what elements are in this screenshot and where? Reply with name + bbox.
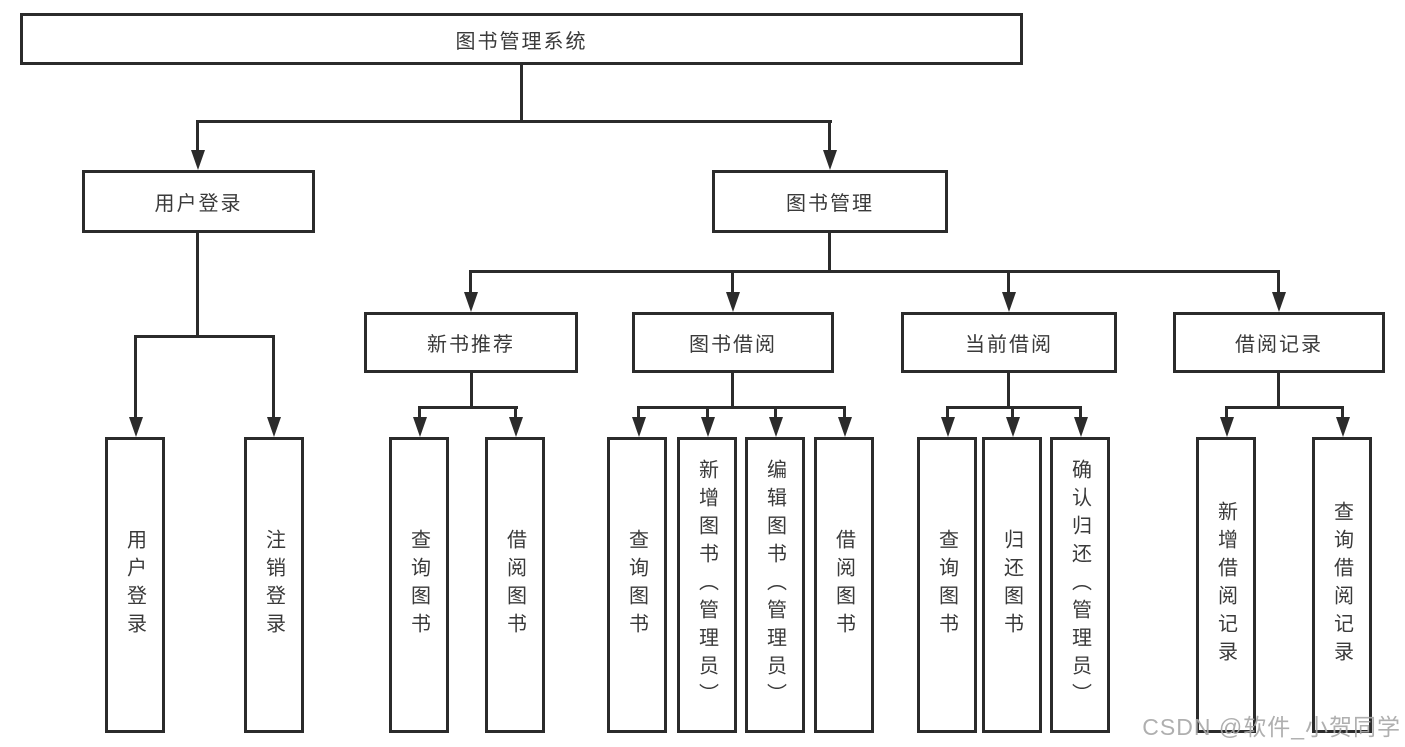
arrowhead-borrow2 bbox=[838, 417, 852, 437]
connector-drop-book-management bbox=[828, 120, 831, 152]
connector-drop-query1 bbox=[418, 406, 421, 419]
leaf-query-books-1-label: 查询图书 bbox=[407, 529, 430, 641]
connector-currentborrow-rail bbox=[946, 406, 1082, 409]
connector-root-rail bbox=[196, 120, 832, 123]
arrowhead-book-borrow bbox=[726, 292, 740, 312]
connector-drop-borrow1 bbox=[514, 406, 517, 419]
arrowhead-book-management bbox=[823, 150, 837, 170]
leaf-borrow-books-2: 借阅图书 bbox=[814, 437, 874, 733]
arrowhead-user-login bbox=[191, 150, 205, 170]
arrowhead-add-book bbox=[701, 417, 715, 437]
arrowhead-leaf-logout bbox=[267, 417, 281, 437]
arrowhead-edit-book bbox=[769, 417, 783, 437]
arrowhead-leaf-login bbox=[129, 417, 143, 437]
leaf-confirm-return-admin-label: 确认归还（管理员） bbox=[1068, 459, 1091, 711]
arrowhead-add-record bbox=[1220, 417, 1234, 437]
leaf-query-borrow-record: 查询借阅记录 bbox=[1312, 437, 1372, 733]
connector-userlogin-stem bbox=[196, 233, 199, 338]
leaf-borrow-books-1-label: 借阅图书 bbox=[503, 529, 526, 641]
arrowhead-return-book bbox=[1006, 417, 1020, 437]
leaf-query-books-3-label: 查询图书 bbox=[935, 529, 958, 641]
leaf-borrow-books-2-label: 借阅图书 bbox=[832, 529, 855, 641]
connector-drop-query-record bbox=[1341, 406, 1344, 419]
connector-drop-edit-book bbox=[774, 406, 777, 419]
connector-userlogin-rail bbox=[134, 335, 275, 338]
leaf-query-books-2: 查询图书 bbox=[607, 437, 667, 733]
connector-drop-new-book bbox=[469, 270, 472, 294]
connector-drop-user-login bbox=[196, 120, 199, 152]
leaf-add-book-admin: 新增图书（管理员） bbox=[677, 437, 737, 733]
connector-bookborrow-rail bbox=[637, 406, 846, 409]
leaf-user-login: 用户登录 bbox=[105, 437, 165, 733]
leaf-user-login-label: 用户登录 bbox=[123, 529, 146, 641]
connector-drop-borrow2 bbox=[843, 406, 846, 419]
connector-drop-book-borrow bbox=[731, 270, 734, 294]
leaf-query-books-2-label: 查询图书 bbox=[625, 529, 648, 641]
node-book-borrow-label: 图书借阅 bbox=[689, 334, 777, 356]
arrowhead-borrow1 bbox=[509, 417, 523, 437]
connector-drop-leaf-login bbox=[134, 335, 137, 419]
node-book-management: 图书管理 bbox=[712, 170, 948, 233]
connector-drop-borrow-records bbox=[1277, 270, 1280, 294]
connector-drop-query2 bbox=[637, 406, 640, 419]
connector-drop-current-borrow bbox=[1007, 270, 1010, 294]
connector-drop-query3 bbox=[946, 406, 949, 419]
connector-newbook-rail bbox=[418, 406, 518, 409]
connector-drop-add-book bbox=[706, 406, 709, 419]
leaf-edit-book-admin: 编辑图书（管理员） bbox=[745, 437, 805, 733]
leaf-query-borrow-record-label: 查询借阅记录 bbox=[1330, 501, 1353, 669]
leaf-add-borrow-record: 新增借阅记录 bbox=[1196, 437, 1256, 733]
node-borrow-records-label: 借阅记录 bbox=[1235, 334, 1323, 356]
arrowhead-confirm-return bbox=[1074, 417, 1088, 437]
leaf-confirm-return-admin: 确认归还（管理员） bbox=[1050, 437, 1110, 733]
node-user-login-label: 用户登录 bbox=[154, 193, 243, 215]
arrowhead-current-borrow bbox=[1002, 292, 1016, 312]
arrowhead-query3 bbox=[941, 417, 955, 437]
connector-currentborrow-stem bbox=[1007, 373, 1010, 409]
node-current-borrow-label: 当前借阅 bbox=[965, 334, 1053, 356]
node-root-label: 图书管理系统 bbox=[455, 30, 588, 53]
connector-newbook-stem bbox=[470, 373, 473, 409]
connector-records-rail bbox=[1225, 406, 1344, 409]
leaf-query-books-3: 查询图书 bbox=[917, 437, 977, 733]
connector-bookmgmt-stem bbox=[828, 233, 831, 273]
node-book-management-label: 图书管理 bbox=[786, 193, 874, 215]
node-new-book-recommend-label: 新书推荐 bbox=[427, 334, 515, 356]
leaf-edit-book-admin-label: 编辑图书（管理员） bbox=[763, 459, 786, 711]
connector-drop-return-book bbox=[1011, 406, 1014, 419]
watermark: CSDN @软件_小贺同学 bbox=[1142, 714, 1401, 740]
connector-drop-confirm-return bbox=[1079, 406, 1082, 419]
node-root: 图书管理系统 bbox=[20, 13, 1023, 65]
leaf-add-borrow-record-label: 新增借阅记录 bbox=[1214, 501, 1237, 669]
leaf-borrow-books-1: 借阅图书 bbox=[485, 437, 545, 733]
leaf-add-book-admin-label: 新增图书（管理员） bbox=[695, 459, 718, 711]
leaf-logout: 注销登录 bbox=[244, 437, 304, 733]
node-current-borrow: 当前借阅 bbox=[901, 312, 1117, 373]
node-user-login: 用户登录 bbox=[82, 170, 315, 233]
leaf-query-books-1: 查询图书 bbox=[389, 437, 449, 733]
arrowhead-query2 bbox=[632, 417, 646, 437]
arrowhead-query-record bbox=[1336, 417, 1350, 437]
connector-records-stem bbox=[1277, 373, 1280, 409]
leaf-return-books: 归还图书 bbox=[982, 437, 1042, 733]
arrowhead-new-book bbox=[464, 292, 478, 312]
connector-drop-add-record bbox=[1225, 406, 1228, 419]
leaf-logout-label: 注销登录 bbox=[262, 529, 285, 641]
leaf-return-books-label: 归还图书 bbox=[1000, 529, 1023, 641]
node-borrow-records: 借阅记录 bbox=[1173, 312, 1385, 373]
arrowhead-query1 bbox=[413, 417, 427, 437]
connector-bookborrow-stem bbox=[731, 373, 734, 409]
connector-drop-leaf-logout bbox=[272, 335, 275, 419]
connector-root-stem bbox=[520, 63, 523, 122]
connector-bookmgmt-rail bbox=[469, 270, 1280, 273]
node-book-borrow: 图书借阅 bbox=[632, 312, 834, 373]
node-new-book-recommend: 新书推荐 bbox=[364, 312, 578, 373]
arrowhead-borrow-records bbox=[1272, 292, 1286, 312]
